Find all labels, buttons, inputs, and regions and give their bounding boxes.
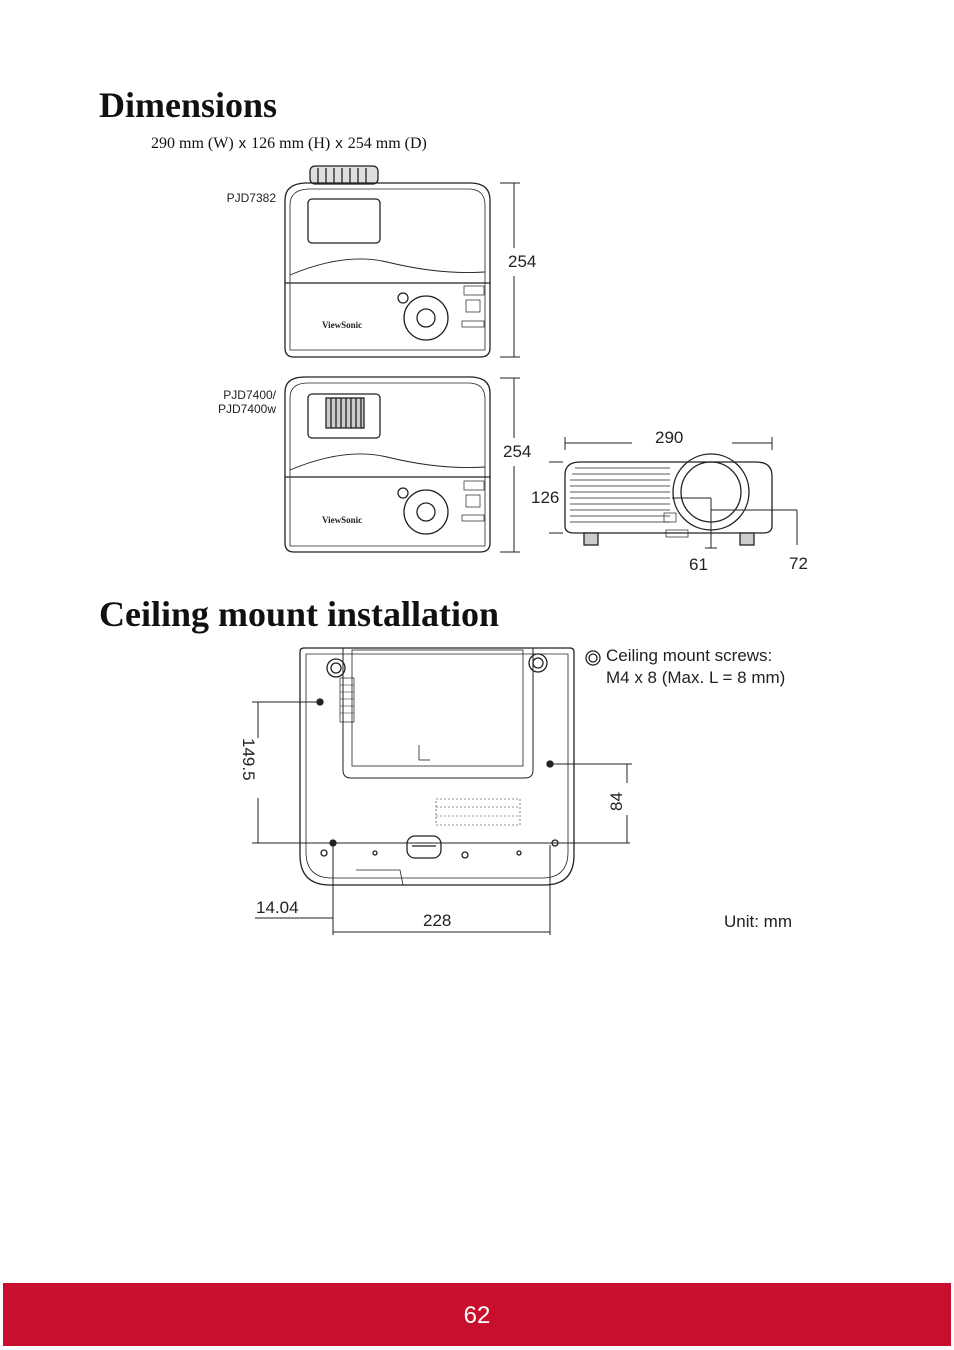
unit-label: Unit: mm bbox=[724, 912, 792, 931]
section-title-ceiling-mount: Ceiling mount installation bbox=[99, 594, 500, 634]
ceiling-screws-note-line2: M4 x 8 (Max. L = 8 mm) bbox=[606, 668, 786, 687]
ceiling-dimension-lines bbox=[252, 701, 632, 935]
spec-depth: 254 mm (D) bbox=[347, 135, 427, 152]
model-label-pjd7400-line1: PJD7400/ bbox=[223, 388, 276, 402]
ceiling-dim-228: 228 bbox=[423, 911, 452, 930]
model-label-pjd7400-line2: PJD7400w bbox=[217, 402, 276, 416]
brand-logo-b: ViewSonic bbox=[322, 515, 363, 525]
projector-top-view-pjd7382 bbox=[284, 165, 491, 358]
lens-offset-value-72: 72 bbox=[789, 554, 808, 573]
projector-top-view-pjd7400 bbox=[284, 376, 491, 553]
spec-separator: x bbox=[335, 135, 343, 152]
model-label-pjd7400: PJD7400/ PJD7400w bbox=[200, 388, 276, 416]
lens-offset-value-61: 61 bbox=[689, 555, 708, 574]
projector-front-view bbox=[549, 437, 798, 549]
depth-value-pjd7400: 254 bbox=[503, 442, 532, 461]
screw-legend-symbol bbox=[585, 650, 601, 666]
ceiling-dim-14-04: 14.04 bbox=[256, 898, 299, 917]
projector-bottom-view bbox=[299, 647, 575, 886]
width-value: 290 bbox=[655, 428, 684, 447]
model-label-pjd7382: PJD7382 bbox=[226, 191, 276, 205]
depth-dimension-lines bbox=[500, 182, 520, 553]
spec-height: 126 mm (H) bbox=[251, 135, 331, 152]
ceiling-screws-note: Ceiling mount screws: M4 x 8 (Max. L = 8… bbox=[606, 645, 785, 689]
spec-separator: x bbox=[238, 135, 247, 152]
ceiling-screws-note-line1: Ceiling mount screws: bbox=[606, 646, 773, 665]
brand-logo-a: ViewSonic bbox=[322, 320, 363, 330]
section-title-dimensions: Dimensions bbox=[99, 85, 278, 125]
height-value: 126 bbox=[531, 488, 560, 507]
spec-width: 290 mm (W) bbox=[151, 135, 234, 152]
page-footer-bar: 62 bbox=[3, 1283, 951, 1346]
page-number: 62 bbox=[463, 1302, 491, 1329]
ceiling-dim-149-5: 149.5 bbox=[239, 738, 258, 781]
ceiling-dim-84: 84 bbox=[607, 792, 626, 811]
dimension-spec-line: 290 mm (W) x 126 mm (H) x 254 mm (D) bbox=[151, 135, 427, 153]
depth-value-pjd7382: 254 bbox=[508, 252, 537, 271]
